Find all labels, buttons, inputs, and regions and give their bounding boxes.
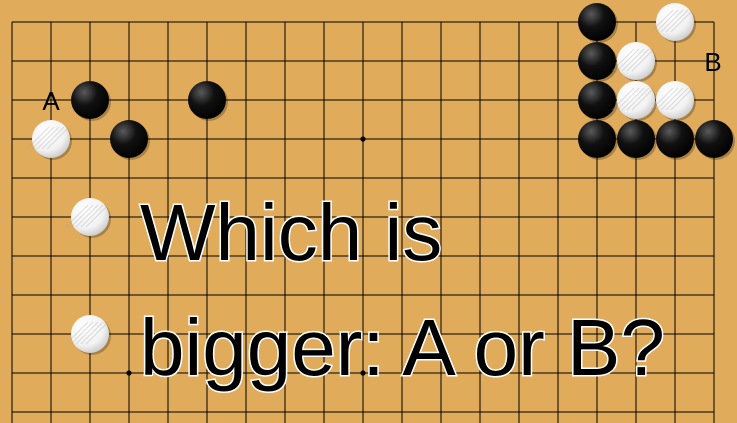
black-stone <box>617 120 657 160</box>
white-stone <box>611 81 657 121</box>
black-stone <box>578 42 618 82</box>
question-line-2: bigger: A or B? <box>140 303 665 392</box>
black-stone <box>71 81 111 121</box>
black-stone <box>578 81 618 121</box>
black-stone <box>578 120 618 160</box>
white-stone <box>650 81 696 121</box>
black-stone <box>656 120 696 160</box>
star-point <box>360 136 366 142</box>
white-stone <box>65 315 111 355</box>
stones <box>26 3 735 355</box>
black-stone <box>188 81 228 121</box>
star-point <box>360 370 366 376</box>
black-stone <box>110 120 150 160</box>
white-stone <box>611 42 657 82</box>
point-label-b: B <box>704 47 721 77</box>
star-point <box>594 370 600 376</box>
black-stone <box>578 3 618 43</box>
black-stone <box>695 120 735 160</box>
white-stone <box>26 120 72 160</box>
white-stone <box>650 3 696 43</box>
star-point <box>126 370 132 376</box>
point-label-a: A <box>42 86 60 116</box>
white-stone <box>65 198 111 238</box>
question-line-1: Which is <box>140 188 442 277</box>
